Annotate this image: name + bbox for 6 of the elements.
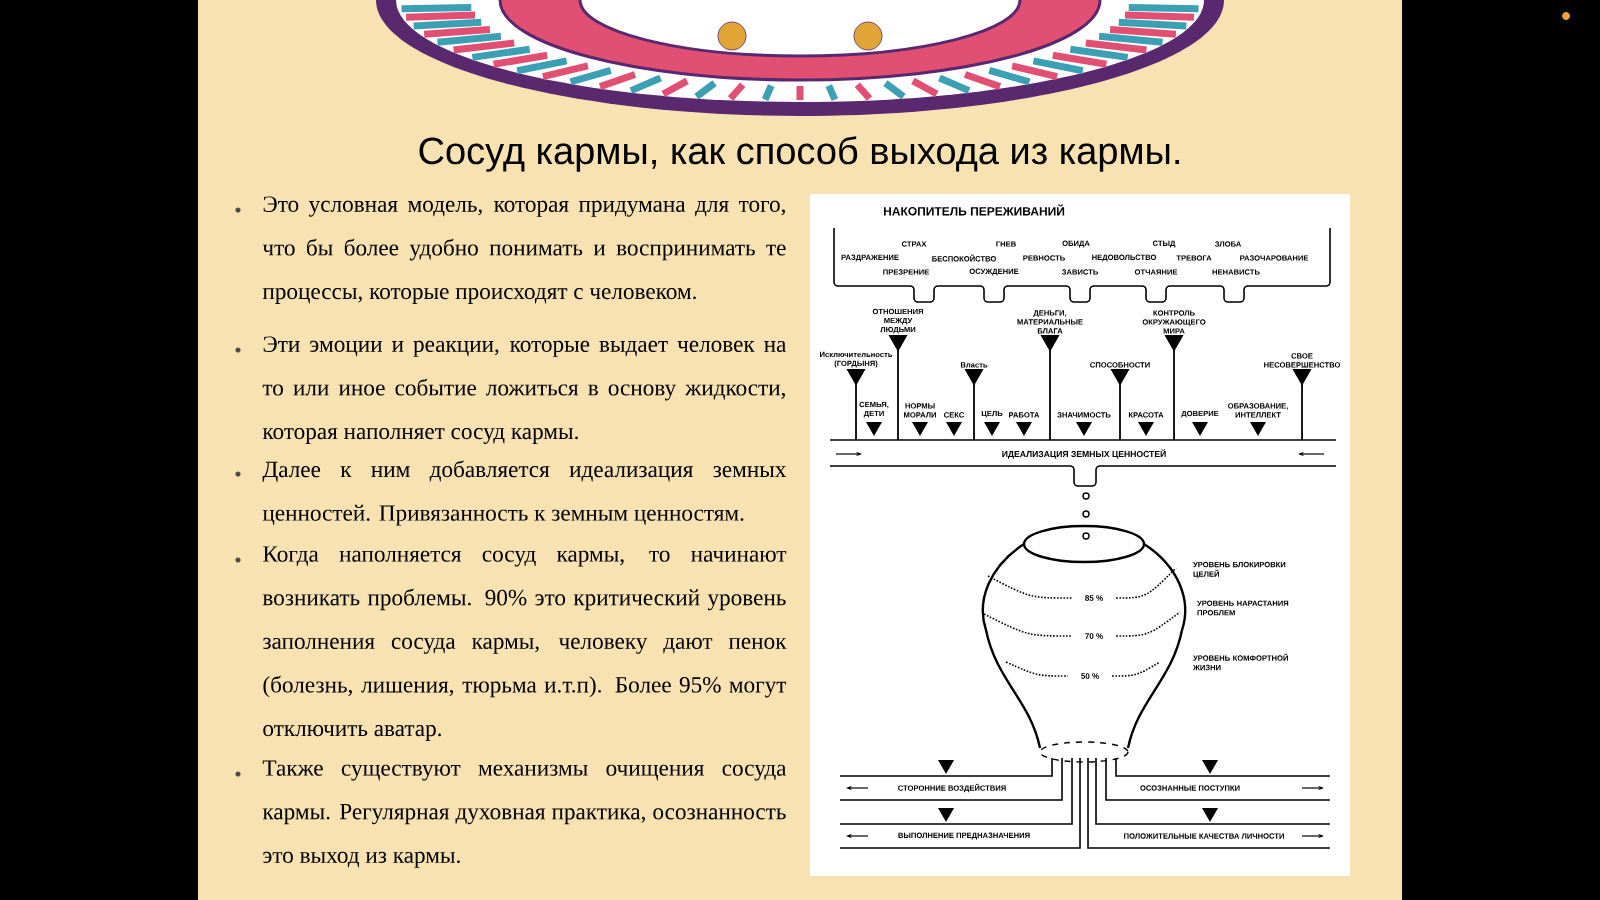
bullet-text: Это условная модель, которая придумана для того, что бы более удобно понимать и воспринимать те процессы, которые происходят с человеком. (262, 196, 786, 304)
bullet-text: Эти эмоции и реакции, которые выдает человек на то или иное событие ложиться в основу жидкости, которая наполняет сосуд кармы. (262, 336, 787, 444)
bullet-text: Также существуют механизмы очищения сосуда кармы. Регулярная духовная практика, осознанность это выход из кармы. (262, 760, 787, 868)
bullet-text: Далее к ним добавляется идеализация земных ценностей. Привязанность к земным ценностям. (262, 460, 787, 526)
bullet-text: Когда наполняется сосуд кармы, то начинают возникать проблемы. 90% это критический уровень заполнения сосуда кармы, человеку дают пенок (болезнь, лишения, тюрьма и.т.п). Более 95% могут отключить аватар. (262, 546, 787, 741)
slide-title: Сосуд кармы, как способ выхода из кармы. (419, 136, 1179, 172)
